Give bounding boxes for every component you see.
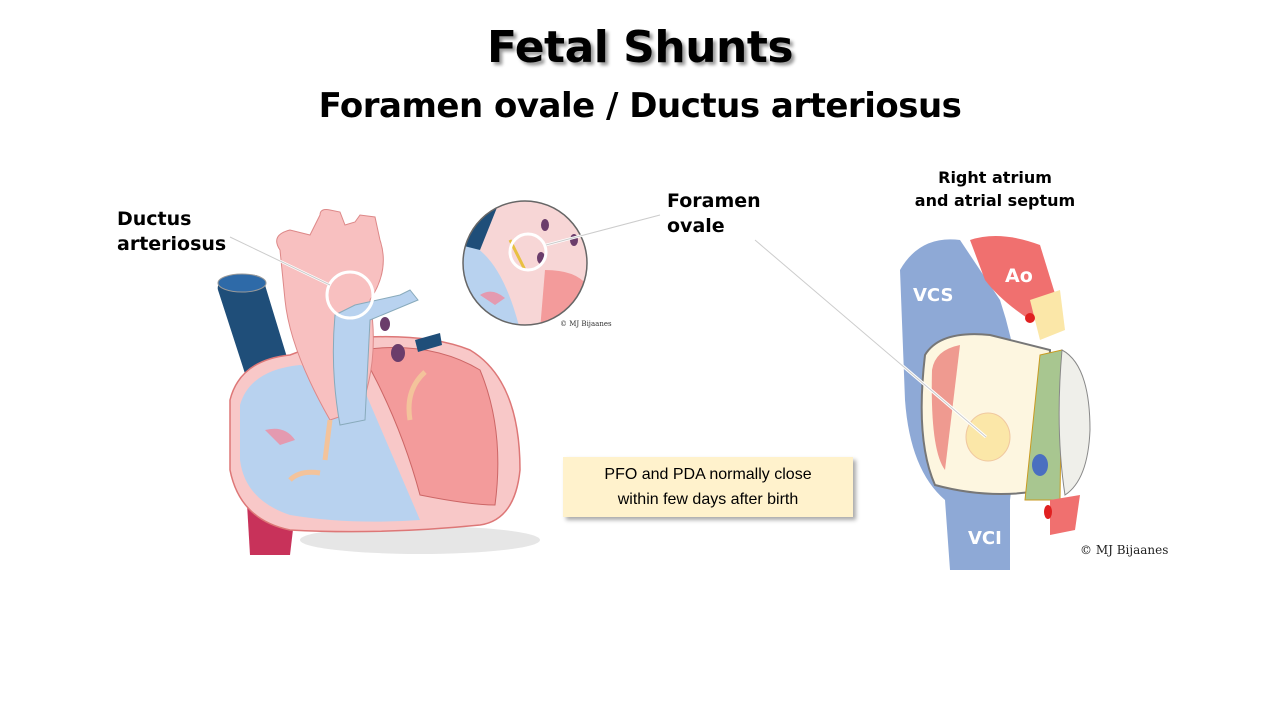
note-line1: PFO and PDA normally close [604,466,812,483]
closure-note-box: PFO and PDA normally close within few da… [563,457,853,517]
ductus-label-line2: arteriosus [117,233,227,255]
right-atrium-label: Right atrium and atrial septum [895,166,1095,212]
atrium-signature: © MJ Bijaanes [1080,543,1168,557]
slide-title: Fetal Shunts [486,22,794,73]
right-atrium-label-line2: and atrial septum [914,191,1076,210]
ductus-arteriosus-label: Ductus arteriosus [117,207,226,257]
right-atrium-label-line1: Right atrium [938,168,1052,187]
right-atrium-illustration: Ao VCS VCI © MJ Bijaanes [754,236,1168,570]
note-line2: within few days after birth [617,491,799,508]
ao-label: Ao [1005,265,1033,287]
vcs-label: VCS [913,285,953,306]
foramen-ovale-label: Foramen ovale [667,189,761,239]
slide-subtitle: Foramen ovale / Ductus arteriosus [318,86,962,126]
heart-illustration [217,209,540,555]
foramen-ovale-inset: © MJ Bijaanes [462,200,661,328]
inset-signature: © MJ Bijaanes [560,320,612,328]
foramen-label-line1: Foramen [667,190,761,212]
vci-label: VCI [968,528,1002,549]
foramen-label-line2: ovale [667,215,725,237]
ductus-label-line1: Ductus [117,208,192,230]
